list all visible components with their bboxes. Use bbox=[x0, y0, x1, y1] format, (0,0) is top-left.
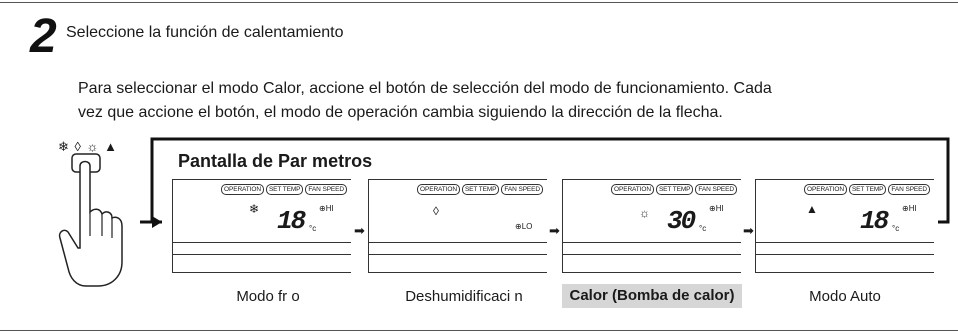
bottom-divider bbox=[0, 330, 958, 331]
instruction-line-1: Para seleccionar el modo Calor, accione … bbox=[78, 80, 772, 97]
caption-dry-mode: Deshumidificaci n bbox=[405, 288, 523, 305]
set-temp-tag: SET TEMP bbox=[461, 184, 500, 195]
fan-hi-icon: ⊕HI bbox=[709, 204, 724, 213]
hand-pressing-button-icon bbox=[58, 153, 123, 287]
temp-display: 30 bbox=[667, 206, 696, 236]
lcd-screen-dry: OPERATION SET TEMP FAN SPEED ◊ ⊕LO bbox=[368, 179, 547, 273]
temp-unit: °c bbox=[892, 224, 900, 233]
lcd-screen-auto: OPERATION SET TEMP FAN SPEED ▲ 18 °c ⊕HI bbox=[755, 179, 934, 273]
fan-speed-tag: FAN SPEED bbox=[888, 184, 930, 195]
arrow-icon: ➡ bbox=[354, 223, 365, 238]
lcd-screen-heat: OPERATION SET TEMP FAN SPEED ☼ 30 °c ⊕HI bbox=[562, 179, 741, 273]
arrow-icon: ➡ bbox=[549, 223, 560, 238]
fan-hi-icon: ⊕HI bbox=[319, 204, 334, 213]
fan-speed-tag: FAN SPEED bbox=[501, 184, 543, 195]
operation-tag: OPERATION bbox=[221, 184, 264, 195]
instruction-line-2: vez que accione el botón, el modo de ope… bbox=[78, 104, 723, 121]
fan-lo-icon: ⊕LO bbox=[515, 222, 533, 231]
temp-unit: °c bbox=[309, 224, 317, 233]
auto-icon: ▲ bbox=[806, 202, 818, 216]
step-number: 2 bbox=[30, 10, 57, 63]
top-divider bbox=[0, 2, 958, 3]
operation-tag: OPERATION bbox=[804, 184, 847, 195]
panel-title: Pantalla de Par metros bbox=[178, 151, 373, 171]
set-temp-tag: SET TEMP bbox=[655, 184, 694, 195]
fan-speed-tag: FAN SPEED bbox=[695, 184, 737, 195]
caption-heat-mode: Calor (Bomba de calor) bbox=[562, 284, 742, 308]
fan-speed-tag: FAN SPEED bbox=[305, 184, 347, 195]
fan-hi-icon: ⊕HI bbox=[902, 204, 917, 213]
step-title: Seleccione la función de calentamiento bbox=[66, 24, 344, 41]
temp-unit: °c bbox=[699, 224, 707, 233]
snowflake-icon: ❄ bbox=[249, 202, 260, 216]
mode-icons: ❄ ◊ ☼ ▲ bbox=[58, 139, 118, 154]
operation-tag: OPERATION bbox=[611, 184, 654, 195]
caption-auto-mode: Modo Auto bbox=[809, 288, 881, 305]
operation-tag: OPERATION bbox=[417, 184, 460, 195]
caption-cool-mode: Modo fr o bbox=[236, 288, 300, 305]
lcd-screen-cool: OPERATION SET TEMP FAN SPEED ❄ 18 °c ⊕HI bbox=[172, 179, 351, 273]
water-drop-icon: ◊ bbox=[433, 204, 439, 218]
set-temp-tag: SET TEMP bbox=[848, 184, 887, 195]
set-temp-tag: SET TEMP bbox=[265, 184, 304, 195]
temp-display: 18 bbox=[860, 206, 889, 236]
sun-icon: ☼ bbox=[639, 206, 650, 220]
temp-display: 18 bbox=[277, 206, 306, 236]
arrow-icon: ➡ bbox=[743, 223, 754, 238]
